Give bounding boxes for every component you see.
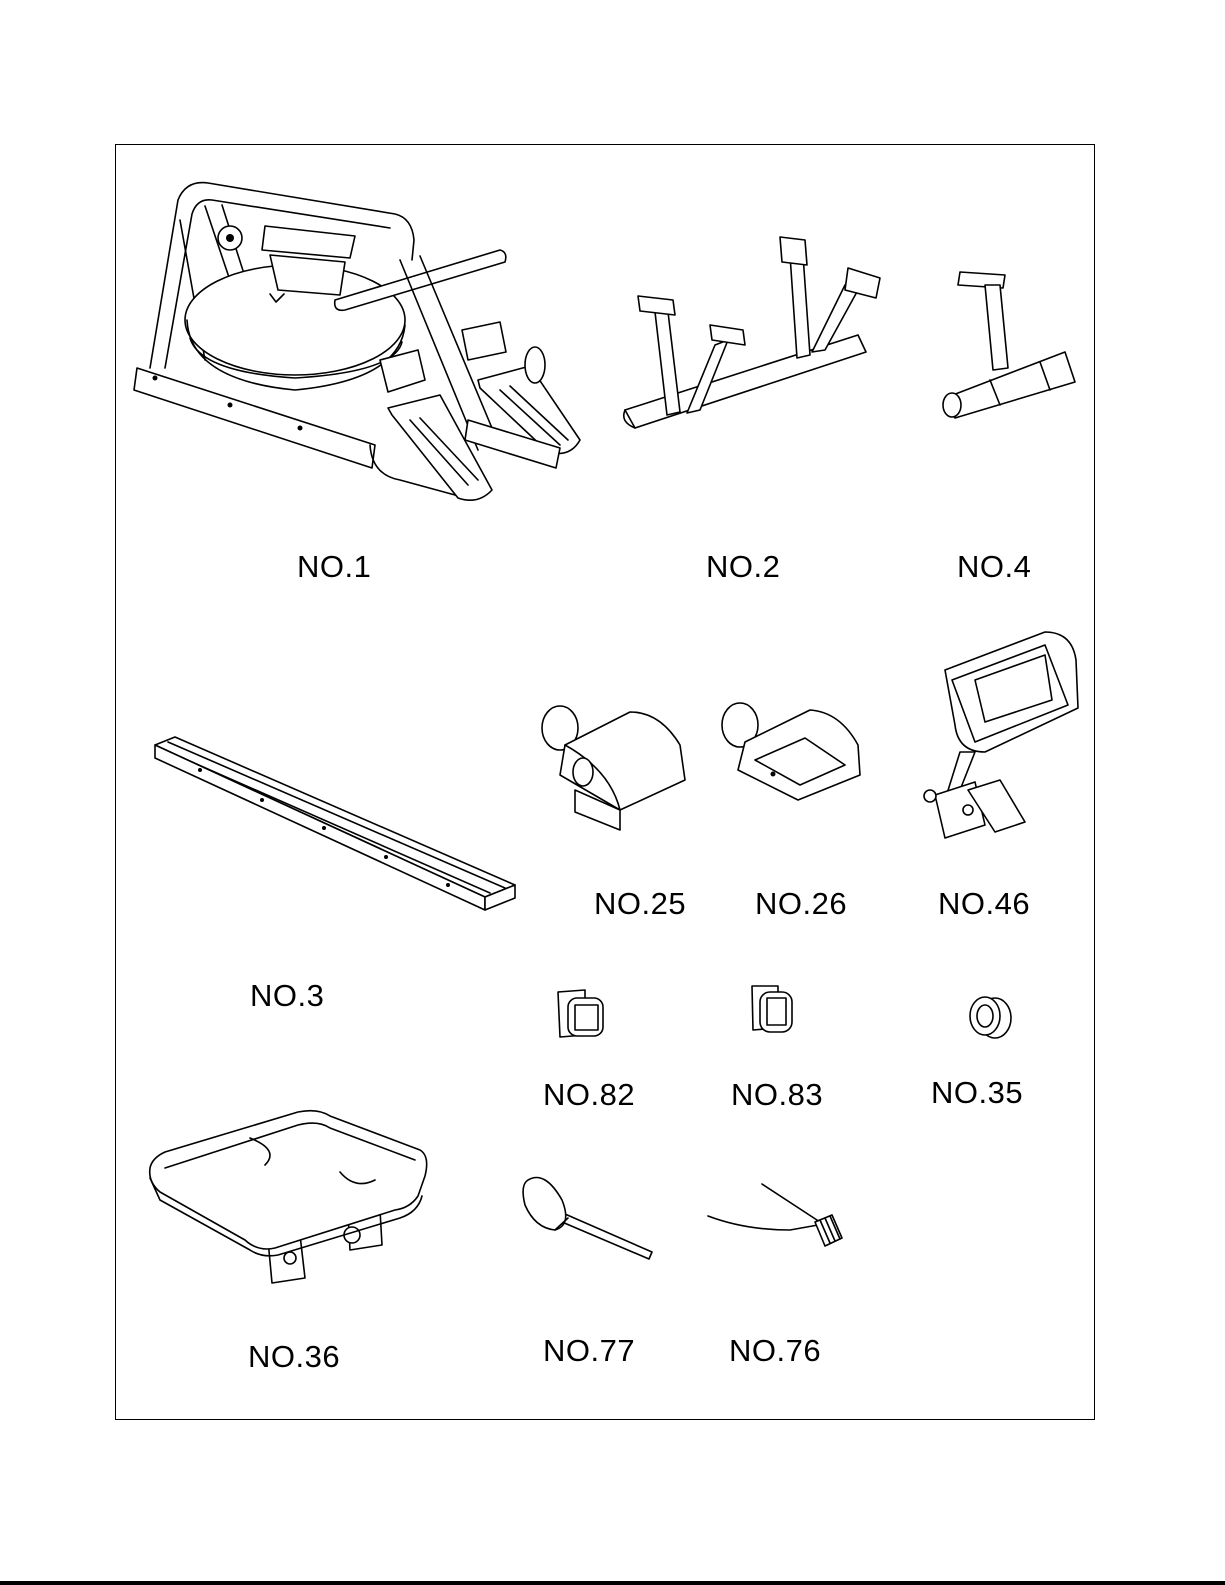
bottom-rule [0, 1581, 1225, 1585]
part-label: NO.76 [729, 1333, 821, 1369]
